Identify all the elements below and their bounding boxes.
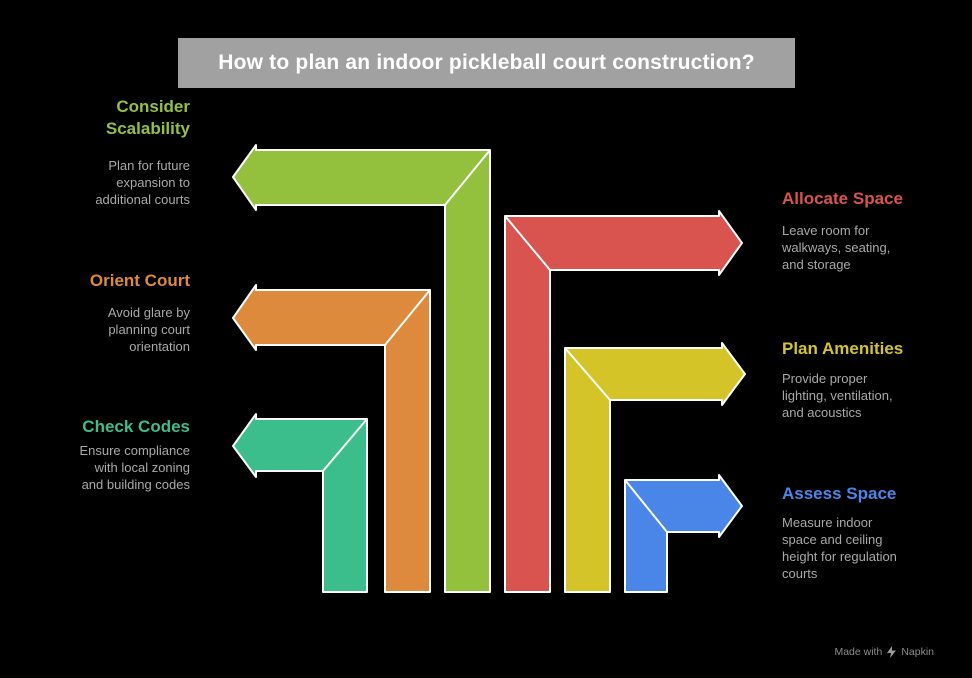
step-description-orient-court: Avoid glare by planning court orientatio…	[107, 305, 190, 355]
step-title-assess-space: Assess Space	[782, 484, 897, 503]
step-title-allocate-space: Allocate Space	[782, 189, 903, 208]
title-bar: How to plan an indoor pickleball court c…	[178, 38, 795, 88]
step-title-plan-amenities: Plan Amenities	[782, 339, 904, 358]
arrow-assess-space	[624, 474, 743, 593]
step-description-consider-scalability: Plan for future expansion to additional …	[95, 158, 190, 208]
step-title-orient-court: Orient Court	[89, 271, 190, 290]
page-title: How to plan an indoor pickleball court c…	[218, 51, 755, 74]
step-description-check-codes: Ensure compliance with local zoning and …	[79, 443, 190, 493]
watermark-brand: Napkin	[901, 646, 934, 658]
napkin-logo-icon	[887, 646, 897, 658]
arrow-plan-amenities	[564, 342, 746, 593]
watermark-prefix: Made with	[834, 646, 883, 658]
watermark: Made with Napkin	[834, 646, 934, 658]
step-description-plan-amenities: Provide proper lighting, ventilation, an…	[782, 371, 893, 421]
step-description-allocate-space: Leave room for walkways, seating, and st…	[782, 223, 891, 273]
arrow-consider-scalability	[232, 144, 491, 593]
arrow-check-codes	[232, 413, 368, 593]
step-title-consider-scalability: Consider Scalability	[105, 97, 190, 139]
arrow-allocate-space	[504, 210, 743, 593]
step-title-check-codes: Check Codes	[82, 417, 190, 436]
arrow-orient-court	[232, 284, 431, 593]
step-description-assess-space: Measure indoor space and ceiling height …	[782, 515, 897, 582]
